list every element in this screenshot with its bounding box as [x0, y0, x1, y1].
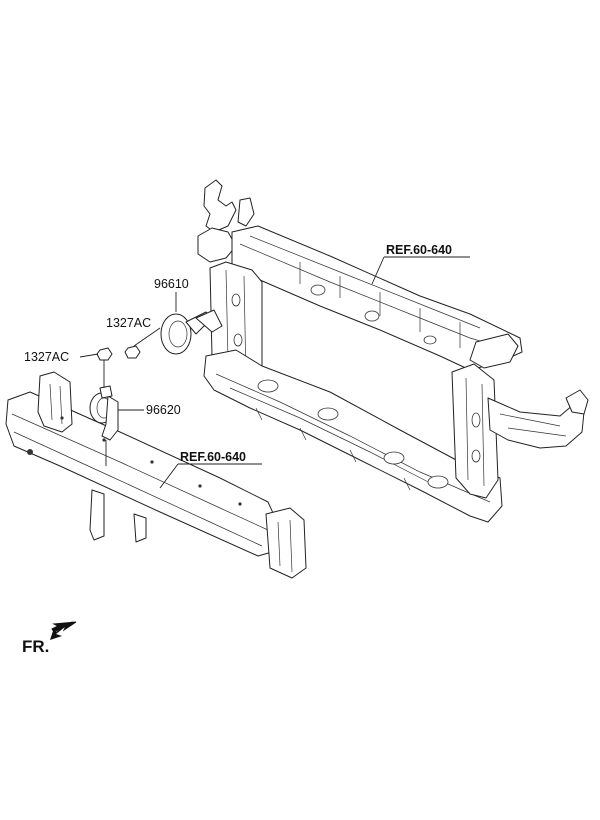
horn-high-assembly	[160, 309, 223, 355]
horn-low-assembly	[89, 385, 119, 441]
part-label-1327ac-lower: 1327AC	[24, 350, 69, 364]
hex-nut-lower	[96, 347, 113, 361]
arrow-icon	[50, 620, 77, 640]
part-label-1327ac-upper: 1327AC	[106, 316, 151, 330]
part-label-96620: 96620	[146, 403, 181, 417]
front-bumper-beam	[5, 371, 307, 579]
hex-nut-upper	[124, 345, 141, 359]
ref-label-lower: REF.60-640	[180, 450, 246, 464]
ref-label-upper: REF.60-640	[386, 243, 452, 257]
leader-lines	[79, 256, 470, 489]
part-label-96610: 96610	[154, 277, 189, 291]
radiator-support-frame	[197, 179, 589, 523]
front-direction-label: FR.	[22, 637, 49, 656]
